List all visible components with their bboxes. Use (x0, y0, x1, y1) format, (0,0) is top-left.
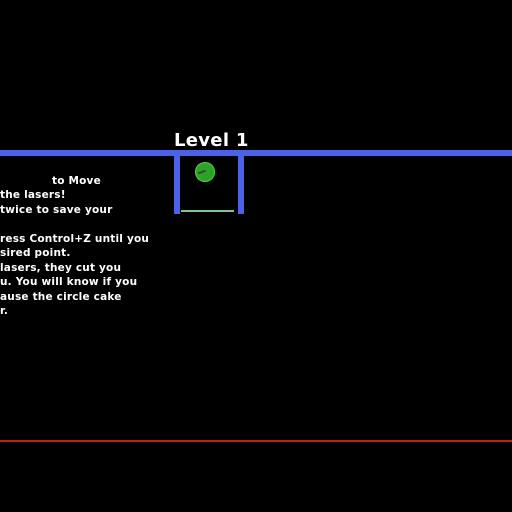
instruction-line: the lasers! (0, 189, 66, 201)
player-circle[interactable] (195, 162, 215, 182)
instruction-line: ause the circle cake (0, 291, 122, 303)
instruction-line: to Move (52, 175, 101, 187)
shaft-floor (181, 210, 234, 212)
laser-beam (0, 440, 512, 442)
top-wall (0, 150, 512, 156)
right-shaft-wall (238, 150, 244, 214)
player-mouth (197, 169, 207, 175)
instruction-line: u. You will know if you (0, 276, 138, 288)
instruction-line: r. (0, 305, 9, 317)
left-shaft-wall (174, 150, 180, 214)
instruction-line: lasers, they cut you (0, 262, 122, 274)
level-title: Level 1 (174, 130, 249, 151)
instruction-line: ress Control+Z until you (0, 233, 150, 245)
instruction-line: twice to save your (0, 204, 113, 216)
instruction-line: sired point. (0, 247, 71, 259)
